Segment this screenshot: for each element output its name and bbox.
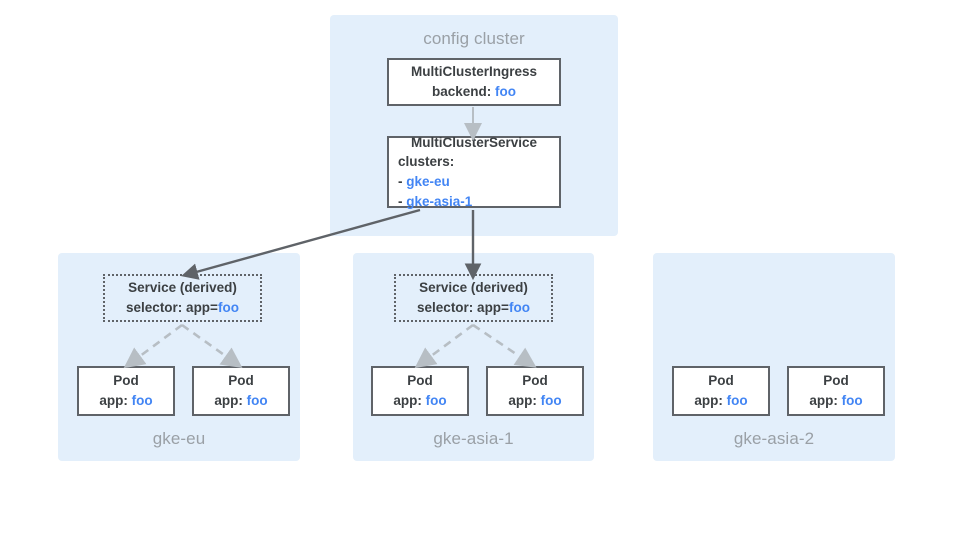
pod-app-value: foo xyxy=(131,393,153,408)
mcs-cluster-bullet: - xyxy=(398,174,403,189)
derived-service-selector-value: foo xyxy=(508,300,530,315)
derived-service-selector-label: selector: app= xyxy=(126,300,218,315)
mci-backend-line: backend: foo xyxy=(432,82,516,102)
panel-title-gke-eu: gke-eu xyxy=(152,429,206,448)
mcs-clusters-label: clusters: xyxy=(398,154,455,170)
derived-service-selector: selector: app=foo xyxy=(417,298,530,318)
derived-service-box-gke-eu[interactable]: Service (derived) selector: app=foo xyxy=(103,274,262,322)
pod-title: Pod xyxy=(113,373,139,389)
derived-service-title: Service (derived) xyxy=(419,280,528,296)
pod-app-value: foo xyxy=(726,393,748,408)
mcs-kind-label: MultiClusterService xyxy=(410,134,538,150)
pod-box[interactable]: Pod app: foo xyxy=(192,366,290,416)
pod-box[interactable]: Pod app: foo xyxy=(371,366,469,416)
pod-app-label: app: xyxy=(214,393,243,408)
pod-app-line: app: foo xyxy=(393,391,446,411)
pod-box[interactable]: Pod app: foo xyxy=(77,366,175,416)
multi-cluster-service-box[interactable]: MultiClusterService clusters: - gke-eu -… xyxy=(387,134,561,209)
pod-title: Pod xyxy=(407,373,433,389)
pod-title: Pod xyxy=(823,373,849,389)
pod-app-value: foo xyxy=(841,393,863,408)
pod-title: Pod xyxy=(708,373,734,389)
derived-service-title: Service (derived) xyxy=(128,280,237,296)
panel-title-gke-asia-2: gke-asia-2 xyxy=(733,429,815,448)
mci-kind-label: MultiClusterIngress xyxy=(410,64,538,80)
panel-gke-asia-2: gke-asia-2 xyxy=(653,253,895,461)
pod-box[interactable]: Pod app: foo xyxy=(672,366,770,416)
panel-gke-asia-1: gke-asia-1 xyxy=(353,253,594,461)
pod-app-label: app: xyxy=(99,393,128,408)
pod-app-value: foo xyxy=(540,393,562,408)
pod-box[interactable]: Pod app: foo xyxy=(787,366,885,416)
derived-service-selector-value: foo xyxy=(217,300,239,315)
pod-app-label: app: xyxy=(694,393,723,408)
pod-app-label: app: xyxy=(508,393,537,408)
panel-title-gke-asia-1: gke-asia-1 xyxy=(433,429,514,448)
pod-app-line: app: foo xyxy=(99,391,152,411)
panel-title-config-cluster: config cluster xyxy=(423,29,525,48)
mcs-cluster-item: - gke-eu xyxy=(389,172,450,192)
multi-cluster-ingress-box[interactable]: MultiClusterIngress backend: foo xyxy=(387,58,561,106)
pod-app-line: app: foo xyxy=(809,391,862,411)
pod-box[interactable]: Pod app: foo xyxy=(486,366,584,416)
derived-service-selector: selector: app=foo xyxy=(126,298,239,318)
pod-app-line: app: foo xyxy=(508,391,561,411)
mci-backend-label: backend: xyxy=(431,84,492,99)
derived-service-box-gke-asia-1[interactable]: Service (derived) selector: app=foo xyxy=(394,274,553,322)
pod-app-line: app: foo xyxy=(214,391,267,411)
mci-backend-value: foo xyxy=(495,84,517,99)
derived-service-selector-label: selector: app= xyxy=(417,300,509,315)
pod-app-label: app: xyxy=(393,393,422,408)
pod-title: Pod xyxy=(522,373,548,389)
mcs-cluster-name: gke-eu xyxy=(406,174,450,189)
mcs-cluster-name: gke-asia-1 xyxy=(406,193,473,209)
pod-title: Pod xyxy=(228,373,254,389)
mcs-cluster-item: - gke-asia-1 xyxy=(389,192,472,212)
pod-app-line: app: foo xyxy=(694,391,747,411)
pod-app-value: foo xyxy=(246,393,268,408)
mcs-cluster-bullet: - xyxy=(398,193,403,209)
pod-app-label: app: xyxy=(809,393,838,408)
pod-app-value: foo xyxy=(425,393,447,408)
